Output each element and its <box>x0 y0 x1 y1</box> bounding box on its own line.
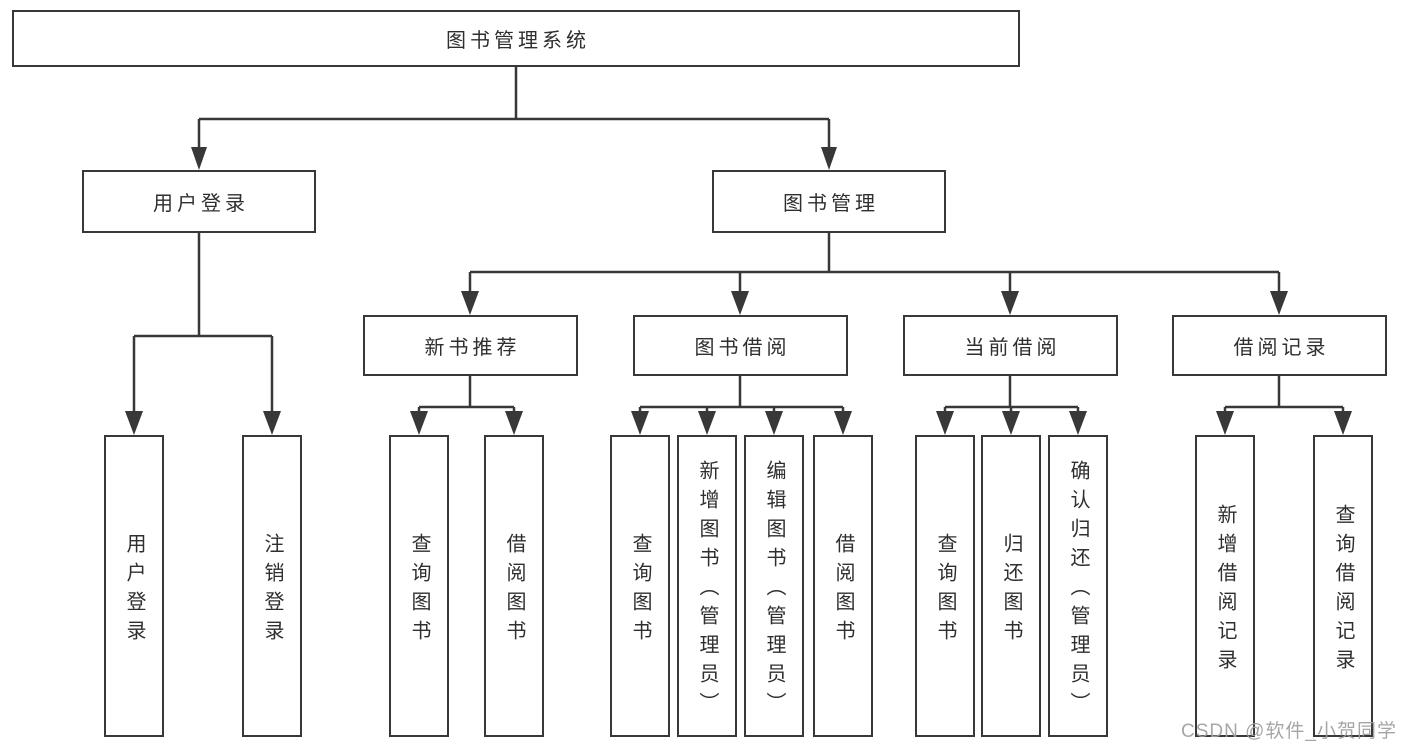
leaf-rec-borrow-book: 借阅图书 <box>484 435 544 737</box>
leaf-bb-query-book-label: 查询图书 <box>629 532 651 649</box>
node-book-management: 图书管理 <box>712 170 946 233</box>
node-user-login-label: 用户登录 <box>153 193 249 215</box>
leaf-logout: 注销登录 <box>242 435 302 737</box>
leaf-br-query-record: 查询借阅记录 <box>1313 435 1373 737</box>
leaf-bb-edit-book-admin: 编辑图书（管理员） <box>744 435 804 737</box>
node-root-label: 图书管理系统 <box>446 30 590 52</box>
node-book-borrow-label: 图书借阅 <box>694 337 791 359</box>
leaf-cb-confirm-return-admin: 确认归还（管理员） <box>1048 435 1108 737</box>
leaf-rec-query-book: 查询图书 <box>389 435 449 737</box>
csdn-watermark: CSDN @软件_小贺同学 <box>1181 721 1397 742</box>
leaf-br-add-record: 新增借阅记录 <box>1195 435 1255 737</box>
node-root-system: 图书管理系统 <box>12 10 1020 67</box>
leaf-bb-add-book-admin: 新增图书（管理员） <box>677 435 737 737</box>
node-user-login: 用户登录 <box>82 170 316 233</box>
leaf-br-query-record-label: 查询借阅记录 <box>1332 503 1354 678</box>
leaf-cb-return-book: 归还图书 <box>981 435 1041 737</box>
leaf-bb-borrow-book-label: 借阅图书 <box>832 532 854 649</box>
node-book-borrow: 图书借阅 <box>633 315 848 376</box>
node-current-borrow-label: 当前借阅 <box>964 337 1061 359</box>
leaf-bb-edit-book-admin-label: 编辑图书（管理员） <box>763 460 785 721</box>
leaf-bb-add-book-admin-label: 新增图书（管理员） <box>696 460 718 721</box>
leaf-cb-query-book-label: 查询图书 <box>934 532 956 649</box>
node-borrow-records: 借阅记录 <box>1172 315 1387 376</box>
leaf-cb-return-book-label: 归还图书 <box>1000 532 1022 649</box>
node-new-book-recommend-label: 新书推荐 <box>424 337 521 359</box>
leaf-logout-label: 注销登录 <box>261 532 283 649</box>
leaf-cb-confirm-return-admin-label: 确认归还（管理员） <box>1067 460 1089 721</box>
leaf-rec-borrow-book-label: 借阅图书 <box>503 532 525 649</box>
leaf-br-add-record-label: 新增借阅记录 <box>1214 503 1236 678</box>
leaf-user-login: 用户登录 <box>104 435 164 737</box>
node-book-management-label: 图书管理 <box>783 193 879 215</box>
leaf-user-login-label: 用户登录 <box>123 532 145 649</box>
node-new-book-recommend: 新书推荐 <box>363 315 578 376</box>
leaf-rec-query-book-label: 查询图书 <box>408 532 430 649</box>
leaf-bb-query-book: 查询图书 <box>610 435 670 737</box>
node-current-borrow: 当前借阅 <box>903 315 1118 376</box>
leaf-bb-borrow-book: 借阅图书 <box>813 435 873 737</box>
leaf-cb-query-book: 查询图书 <box>915 435 975 737</box>
node-borrow-records-label: 借阅记录 <box>1233 337 1330 359</box>
